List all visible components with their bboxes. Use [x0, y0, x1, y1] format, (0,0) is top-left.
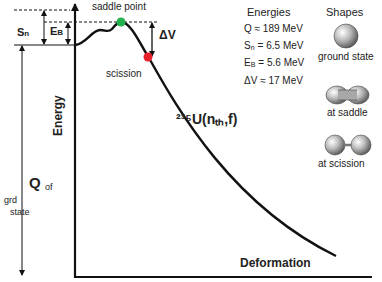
column-heading: Shapes: [326, 6, 363, 18]
energy-value: E: [244, 57, 251, 68]
axis-label: Energy: [52, 95, 65, 136]
quantity-label: S: [17, 26, 24, 38]
subscript: B: [251, 61, 256, 69]
reaction-label: ²³⁵U(nₜₕ,f): [176, 112, 237, 127]
energy-value: Q ≈ 189 MeV: [244, 23, 303, 34]
quantity-note: grd: [4, 196, 17, 206]
quantity-note: state: [10, 208, 30, 218]
quantity-label: Q: [29, 175, 41, 192]
subscript: n: [251, 44, 255, 52]
quantity-label: ΔV: [159, 29, 176, 42]
quantity-label: E: [50, 25, 57, 37]
quantity-note: of: [45, 183, 53, 193]
subscript: n: [24, 30, 29, 39]
energy-value: = 6.5 MeV: [258, 40, 304, 51]
shape-caption: at scission: [318, 158, 365, 169]
column-heading: Energies: [247, 6, 290, 18]
shape-caption: ground state: [318, 51, 374, 62]
energy-value: = 5.6 MeV: [258, 57, 304, 68]
point-label: scission: [106, 68, 142, 79]
shape-caption: at saddle: [327, 107, 368, 118]
subscript: B: [57, 29, 63, 38]
axis-label: Deformation: [240, 257, 311, 270]
energy-value: ΔV ≈ 17 MeV: [244, 75, 303, 86]
energy-value: S: [244, 40, 251, 51]
point-label: saddle point: [92, 1, 146, 12]
